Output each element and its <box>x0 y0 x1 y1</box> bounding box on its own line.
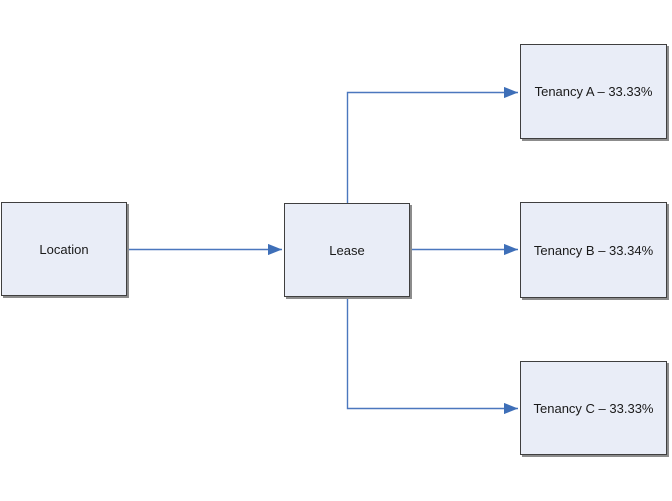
node-tenancy-b-label: Tenancy B – 33.34% <box>533 242 654 258</box>
node-tenancy-c: Tenancy C – 33.33% <box>520 361 667 455</box>
node-tenancy-c-label: Tenancy C – 33.33% <box>533 400 654 416</box>
edge-lease-to-tenancy-a <box>346 86 518 203</box>
node-location: Location <box>1 202 127 296</box>
node-lease: Lease <box>284 203 410 297</box>
edge-lease-to-tenancy-c <box>346 297 518 415</box>
node-tenancy-a-label: Tenancy A – 33.33% <box>534 84 653 99</box>
node-lease-label: Lease <box>329 242 365 258</box>
node-location-label: Location <box>39 241 89 257</box>
node-tenancy-b: Tenancy B – 33.34% <box>520 202 667 298</box>
node-tenancy-a: Tenancy A – 33.33% <box>520 44 667 139</box>
